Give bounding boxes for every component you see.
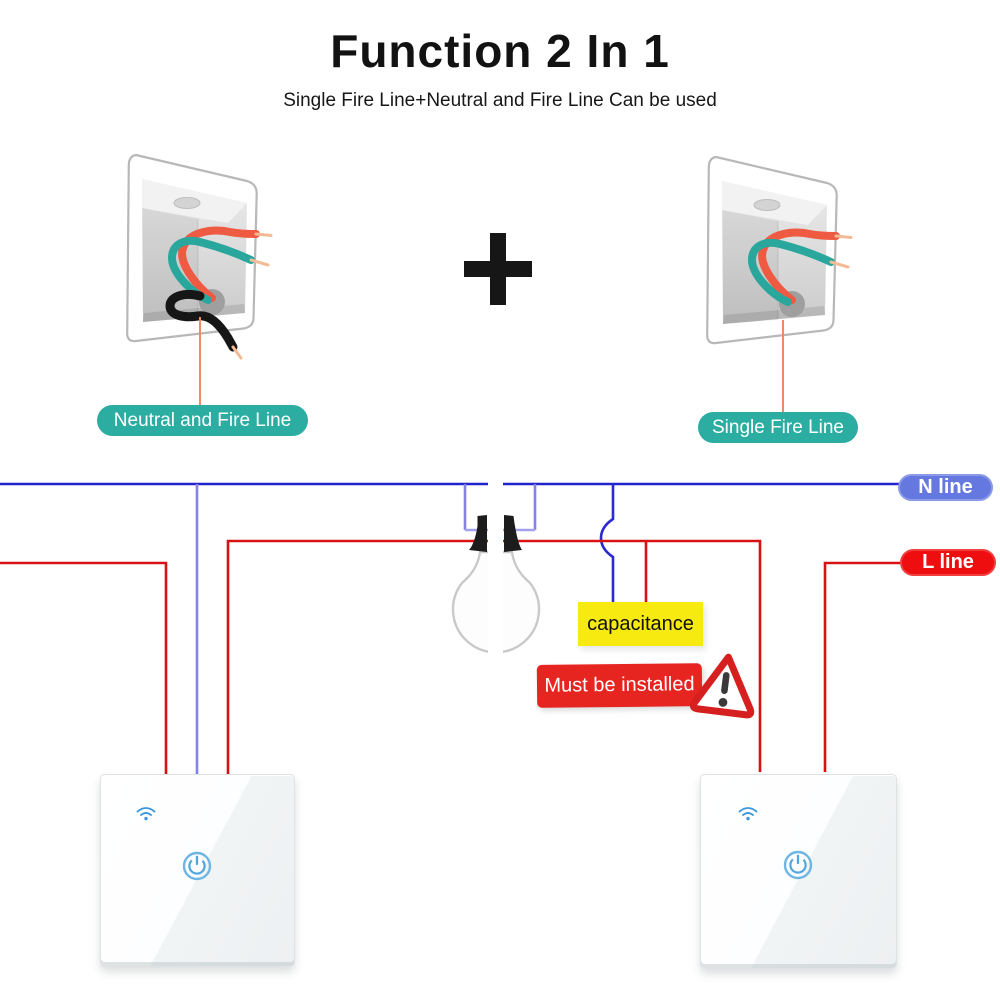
capacitor-neutral-branch [599, 484, 615, 603]
box-top-knockout [173, 197, 201, 209]
bulb-highlight-strip [488, 462, 503, 658]
capacitance-label: capacitance [578, 602, 703, 646]
plus-icon-horizontal-bar [464, 261, 532, 277]
wifi-icon [738, 807, 758, 821]
warning-triangle-icon [689, 653, 755, 719]
live-wire-tip [254, 232, 273, 237]
live-wire [758, 228, 840, 304]
page-subtitle: Single Fire Line+Neutral and Fire Line C… [283, 90, 717, 111]
power-touch-button[interactable] [182, 851, 212, 881]
neutral-wire [167, 236, 255, 304]
box-top-knockout [753, 199, 781, 211]
black-wire-tip [231, 345, 243, 360]
callout-line-right [782, 320, 784, 412]
n-line-badge: N line [898, 474, 993, 501]
page-title: Function 2 In 1 [330, 25, 670, 77]
warning-exclamation-dot [718, 697, 728, 707]
smart-switch-right [700, 774, 897, 969]
neutral-wire-tip [249, 258, 270, 267]
light-bulb [451, 462, 541, 658]
l-line-badge: L line [900, 549, 996, 576]
l-line-wire-left [0, 561, 168, 774]
wall-box-left [126, 153, 273, 360]
bulb-cap-left [469, 515, 487, 552]
neutral-wire [747, 238, 835, 306]
live-wire [178, 226, 260, 302]
live-wire-tip [834, 234, 853, 239]
wall-box-right [706, 155, 853, 345]
caption-neutral-and-fire-line: Neutral and Fire Line [97, 405, 308, 436]
power-touch-button[interactable] [783, 850, 813, 880]
neutral-wire-tip [829, 260, 850, 269]
wifi-icon [136, 807, 156, 821]
must-be-installed-label: Must be installed [536, 663, 703, 708]
smart-switch-left [100, 774, 295, 967]
caption-single-fire-line: Single Fire Line [698, 412, 858, 443]
bulb-cap-right [504, 515, 522, 552]
warning-exclamation-bar [721, 672, 730, 694]
l-line-wire-right [823, 561, 900, 772]
black-wire [165, 289, 238, 352]
callout-line-left [199, 317, 201, 405]
